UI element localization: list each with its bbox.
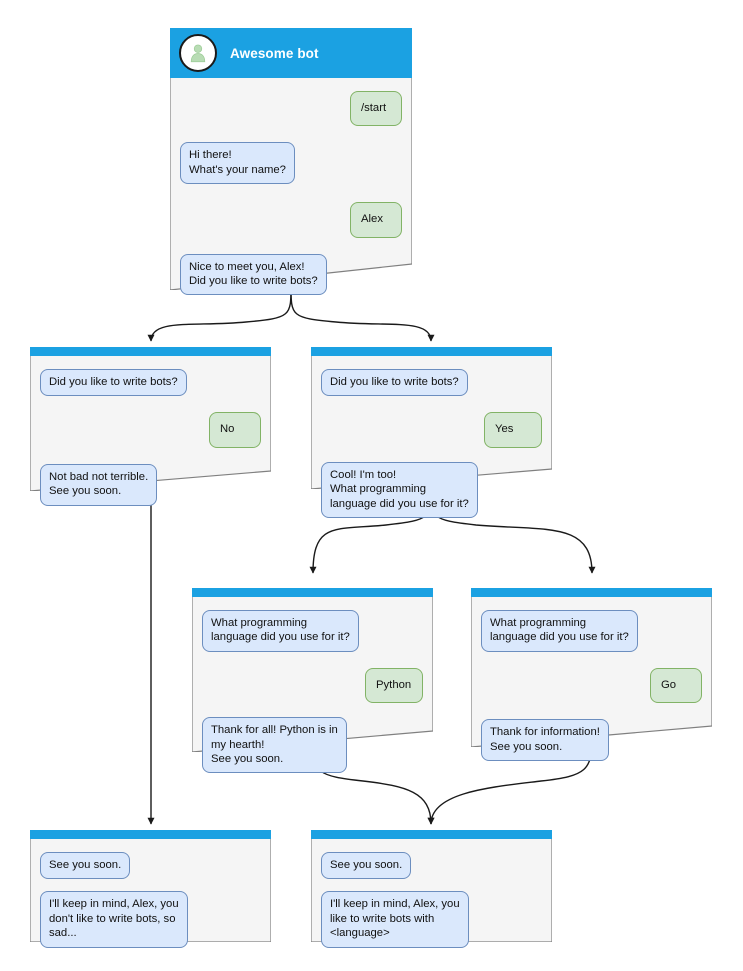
chat-bubble-bot[interactable]: Not bad not terrible. See you soon.: [40, 463, 158, 506]
chat-bubble-user[interactable]: Alex: [350, 202, 402, 238]
chat-bubble-user[interactable]: /start: [350, 91, 402, 127]
chat-bubble-bot[interactable]: See you soon.: [40, 852, 131, 880]
node-end-happy-header: [311, 830, 552, 839]
node-python-branch[interactable]: What programming language did you use fo…: [192, 588, 433, 774]
chat-bubble-bot[interactable]: I'll keep in mind, Alex, you like to wri…: [321, 891, 469, 948]
node-yes-branch-header: [311, 347, 552, 356]
node-no-branch-chat: Did you like to write bots? No Not bad n…: [30, 356, 271, 506]
chat-bubble-bot[interactable]: What programming language did you use fo…: [481, 610, 638, 652]
chat-bubble-bot[interactable]: Hi there! What's your name?: [180, 142, 295, 185]
chat-bubble-bot[interactable]: Did you like to write bots?: [40, 369, 187, 397]
node-yes-branch-chat: Did you like to write bots? Yes Cool! I'…: [311, 356, 552, 519]
chat-bubble-bot[interactable]: What programming language did you use fo…: [202, 610, 359, 652]
person-avatar-icon: [179, 34, 217, 72]
node-go-branch[interactable]: What programming language did you use fo…: [471, 588, 712, 762]
node-go-branch-header: [471, 588, 712, 597]
node-yes-branch[interactable]: Did you like to write bots? Yes Cool! I'…: [311, 347, 552, 519]
node-end-sad-chat: See you soon. I'll keep in mind, Alex, y…: [30, 839, 271, 948]
chat-bubble-user[interactable]: No: [209, 412, 261, 448]
chat-bubble-bot[interactable]: Thank for all! Python is in my hearth! S…: [202, 717, 347, 774]
chat-bubble-user[interactable]: Yes: [484, 412, 542, 448]
node-end-happy[interactable]: See you soon. I'll keep in mind, Alex, y…: [311, 830, 552, 948]
bot-title: Awesome bot: [230, 45, 319, 61]
chat-bubble-bot[interactable]: I'll keep in mind, Alex, you don't like …: [40, 891, 188, 948]
node-end-sad-header: [30, 830, 271, 839]
node-end-happy-chat: See you soon. I'll keep in mind, Alex, y…: [311, 839, 552, 948]
node-root-header: Awesome bot: [170, 28, 412, 78]
chat-bubble-bot[interactable]: Cool! I'm too! What programming language…: [321, 461, 478, 519]
chat-bubble-bot[interactable]: Thank for information! See you soon.: [481, 719, 609, 762]
node-python-branch-chat: What programming language did you use fo…: [192, 597, 433, 774]
node-no-branch-header: [30, 347, 271, 356]
chat-bubble-bot[interactable]: Did you like to write bots?: [321, 369, 468, 397]
chat-bubble-bot[interactable]: Nice to meet you, Alex! Did you like to …: [180, 253, 327, 296]
chat-bubble-user[interactable]: Go: [650, 667, 702, 704]
node-root-chat: /start Hi there! What's your name? Alex …: [170, 78, 412, 296]
node-go-branch-chat: What programming language did you use fo…: [471, 597, 712, 762]
node-root[interactable]: Awesome bot /start Hi there! What's your…: [170, 28, 412, 296]
chat-bubble-user[interactable]: Python: [365, 667, 423, 704]
node-python-branch-header: [192, 588, 433, 597]
chat-bubble-bot[interactable]: See you soon.: [321, 852, 412, 880]
node-end-sad[interactable]: See you soon. I'll keep in mind, Alex, y…: [30, 830, 271, 948]
node-no-branch[interactable]: Did you like to write bots? No Not bad n…: [30, 347, 271, 506]
